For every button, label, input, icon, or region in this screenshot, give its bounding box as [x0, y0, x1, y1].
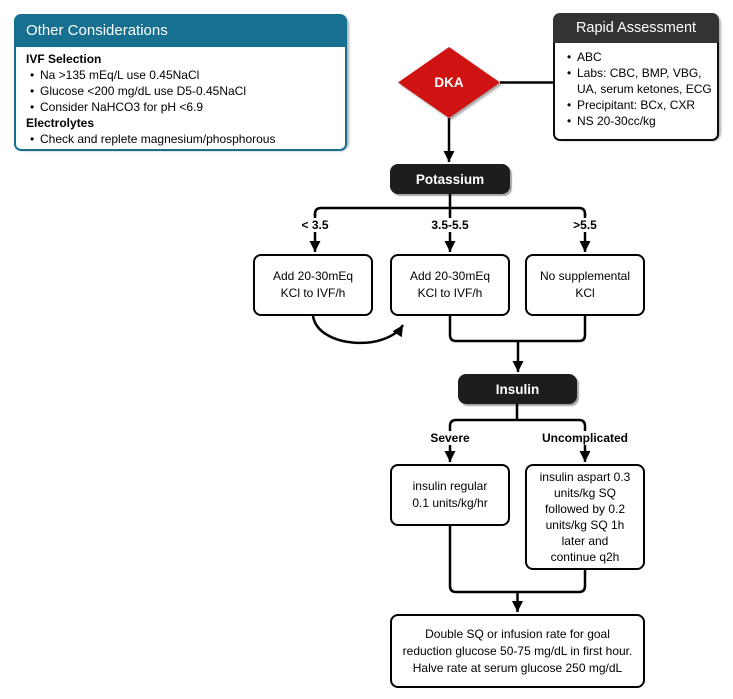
insulin-aspart-box: insulin aspart 0.3 units/kg SQ followed …	[525, 464, 645, 570]
bullet-item: Na >135 mEq/L use 0.45NaCl	[26, 67, 337, 83]
other-considerations-card: Other Considerations IVF Selection Na >1…	[14, 14, 347, 151]
bullet-item: NS 20-30cc/kg	[563, 113, 713, 129]
other-considerations-header: Other Considerations	[14, 14, 347, 47]
kcl-box-high: No supplemental KCl	[525, 254, 645, 316]
rapid-assessment-card: Rapid Assessment ABC Labs: CBC, BMP, VBG…	[553, 13, 719, 141]
insulin-regular-box: insulin regular 0.1 units/kg/hr	[390, 464, 510, 526]
bullet-item: Consider NaHCO3 for pH <6.9	[26, 99, 337, 115]
condition-label-severe: Severe	[427, 431, 473, 445]
kcl-box-mid: Add 20-30mEq KCl to IVF/h	[390, 254, 510, 316]
insulin-node: Insulin	[458, 374, 577, 404]
bullet-item: Check and replete magnesium/phosphorous	[26, 131, 337, 147]
bullet-item: Precipitant: BCx, CXR	[563, 97, 713, 113]
rapid-assessment-header: Rapid Assessment	[553, 13, 719, 43]
connector-kcl-curve	[311, 315, 405, 345]
other-considerations-body: IVF Selection Na >135 mEq/L use 0.45NaCl…	[14, 47, 347, 151]
rapid-assessment-body: ABC Labs: CBC, BMP, VBG, UA, serum keton…	[553, 43, 719, 141]
section-heading-electrolytes: Electrolytes	[26, 116, 95, 130]
kcl-box-low: Add 20-30mEq KCl to IVF/h	[253, 254, 373, 316]
section-heading-ivf: IVF Selection	[26, 52, 102, 66]
condition-label-high: >5.5	[570, 218, 600, 232]
bullet-item: Glucose <200 mg/dL use D5-0.45NaCl	[26, 83, 337, 99]
dka-start-node: DKA	[434, 75, 464, 90]
connector-merge-potassium	[448, 316, 587, 343]
condition-label-uncomplicated: Uncomplicated	[538, 431, 632, 445]
connector-insulin-bar	[448, 418, 587, 427]
bullet-item: Labs: CBC, BMP, VBG, UA, serum ketones, …	[563, 65, 713, 97]
bullet-item: ABC	[563, 49, 713, 65]
condition-label-mid: 3.5-5.5	[428, 218, 472, 232]
other-considerations-title: Other Considerations	[26, 22, 168, 39]
potassium-node: Potassium	[390, 164, 510, 194]
dka-diamond-shape	[398, 47, 500, 118]
rapid-assessment-title: Rapid Assessment	[575, 20, 697, 36]
condition-label-low: < 3.5	[298, 218, 332, 232]
titration-note-box: Double SQ or infusion rate for goal redu…	[390, 614, 645, 688]
